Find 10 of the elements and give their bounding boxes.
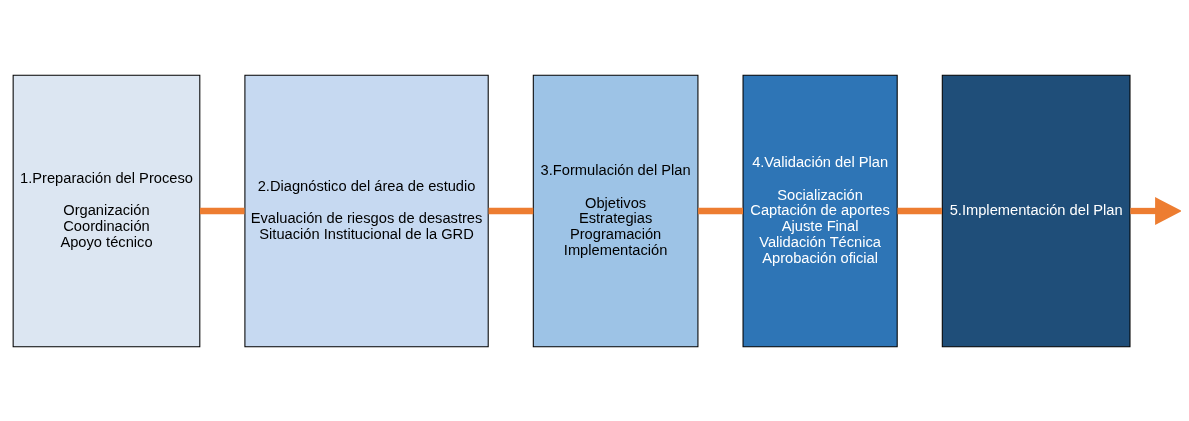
connector (698, 207, 744, 214)
node-box: 3.Formulación del Plan Objetivos Estrategias Programación Implementación (532, 74, 699, 347)
connector (488, 207, 534, 214)
node-box: 5.Implementación del Plan (941, 74, 1131, 347)
arrow (1130, 196, 1181, 225)
node-box: 2.Diagnóstico del área de estudio Evaluación de riesgos de desastres Situación Institucional de la GRD (244, 74, 489, 347)
connector (199, 207, 245, 214)
node-box: 1.Preparación del Proceso Organización Coordinación Apoyo técnico (12, 74, 201, 347)
connector (897, 207, 942, 214)
node-box: 4.Validación del Plan Socialización Captación de aportes Ajuste Final Validación Técnica Aprobación oficial (742, 74, 898, 347)
